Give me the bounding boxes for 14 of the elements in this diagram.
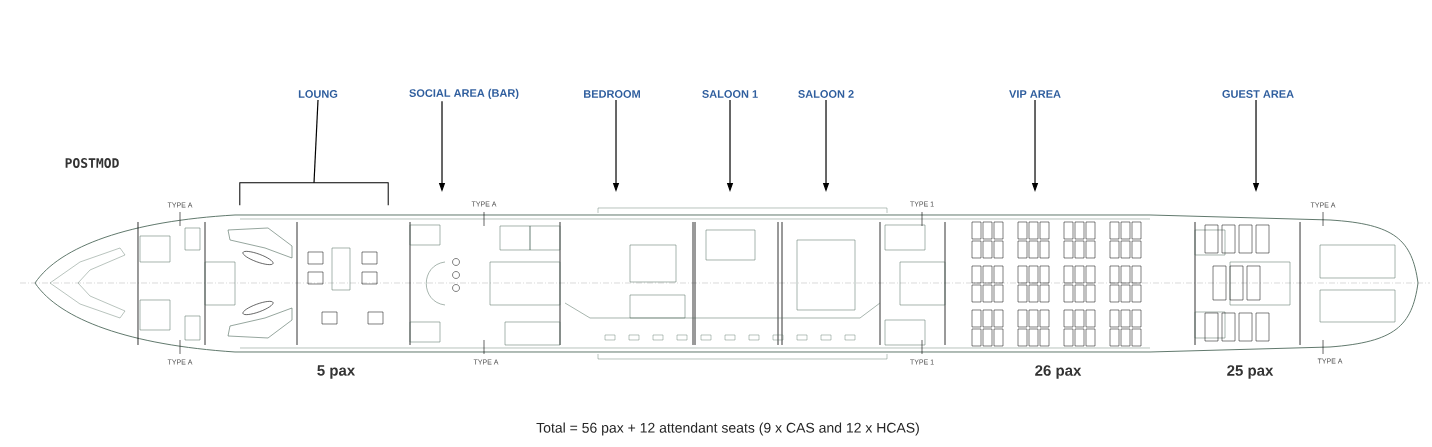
passenger-count: 5 pax bbox=[317, 365, 356, 379]
passenger-count: 25 pax bbox=[1227, 365, 1274, 379]
area-label: SOCIAL AREA (BAR) bbox=[409, 88, 519, 100]
area-label: GUEST AREA bbox=[1222, 90, 1294, 98]
area-label: LOUNG bbox=[298, 90, 338, 98]
passenger-count: 26 pax bbox=[1035, 365, 1082, 379]
leader-line bbox=[313, 99, 319, 184]
area-label: SALOON 1 bbox=[702, 90, 758, 98]
area-label: VIP AREA bbox=[1009, 90, 1061, 98]
area-label: BEDROOM bbox=[584, 90, 640, 98]
bracket bbox=[239, 182, 389, 206]
title-label: POSTMOD bbox=[65, 158, 119, 168]
area-label: SALOON 2 bbox=[798, 90, 854, 98]
caption: Total = 56 pax + 12 attendant seats (9 x CAS and 12 x HCAS) bbox=[536, 422, 919, 436]
